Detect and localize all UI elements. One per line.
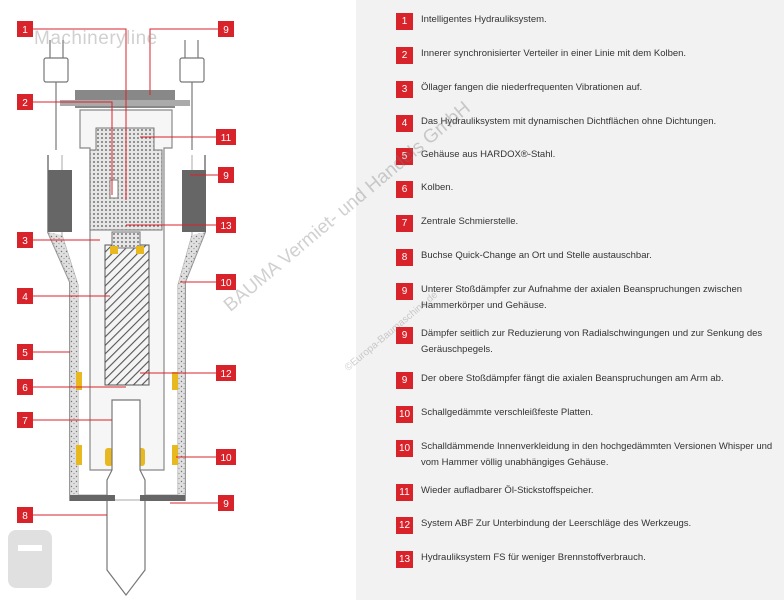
- svg-text:1: 1: [22, 25, 28, 36]
- callout-7: 7: [17, 412, 33, 428]
- svg-text:2: 2: [22, 98, 28, 109]
- sound-dampening-right: [178, 232, 205, 500]
- callout-1: 1: [17, 21, 33, 37]
- bushing-left-upper: [76, 372, 82, 390]
- hammer-diagram: 1 2 3 4 5 6 7 8 9 9 9 10 10 11 12 13 Mac…: [0, 0, 356, 600]
- callout-9-bottom: 9: [218, 495, 234, 511]
- callout-9-top: 9: [218, 21, 234, 37]
- callout-13: 13: [216, 217, 236, 233]
- side-damper-left: [48, 170, 72, 232]
- callout-11: 11: [216, 129, 236, 145]
- callout-10-lower: 10: [216, 449, 236, 465]
- svg-text:10: 10: [220, 278, 232, 289]
- bushing-right-lower: [172, 445, 178, 465]
- machineryline-logo-icon: [8, 530, 52, 588]
- piston: [104, 244, 150, 386]
- callout-9-side: 9: [218, 167, 234, 183]
- bushing-right-upper: [172, 372, 178, 390]
- chisel-tool: [106, 399, 146, 596]
- bottom-damper-left: [70, 495, 115, 501]
- svg-text:13: 13: [220, 221, 232, 232]
- svg-text:12: 12: [220, 369, 232, 380]
- svg-text:8: 8: [22, 511, 28, 522]
- svg-text:6: 6: [22, 383, 28, 394]
- svg-text:7: 7: [22, 416, 28, 427]
- hydraulic-hoses: [43, 40, 205, 150]
- callout-2: 2: [17, 94, 33, 110]
- callout-4: 4: [17, 288, 33, 304]
- callout-5: 5: [17, 344, 33, 360]
- side-damper-right: [182, 170, 206, 232]
- bottom-damper-right: [140, 495, 185, 501]
- svg-text:9: 9: [223, 171, 229, 182]
- bushing-left-lower: [76, 445, 82, 465]
- svg-text:9: 9: [223, 499, 229, 510]
- svg-text:11: 11: [221, 133, 232, 144]
- svg-text:3: 3: [22, 236, 28, 247]
- svg-text:9: 9: [223, 25, 229, 36]
- callout-6: 6: [17, 379, 33, 395]
- svg-text:5: 5: [22, 348, 28, 359]
- sound-dampening-left: [48, 232, 78, 500]
- callout-12: 12: [216, 365, 236, 381]
- callout-3: 3: [17, 232, 33, 248]
- svg-text:10: 10: [220, 453, 232, 464]
- svg-text:4: 4: [22, 292, 28, 303]
- callout-8: 8: [17, 507, 33, 523]
- callout-10-upper: 10: [216, 274, 236, 290]
- hammer-cross-section: 1 2 3 4 5 6 7 8 9 9 9 10 10 11 12 13: [8, 21, 236, 596]
- leader-lines: [33, 28, 218, 516]
- machineryline-watermark-logo: Machineryline: [34, 28, 158, 49]
